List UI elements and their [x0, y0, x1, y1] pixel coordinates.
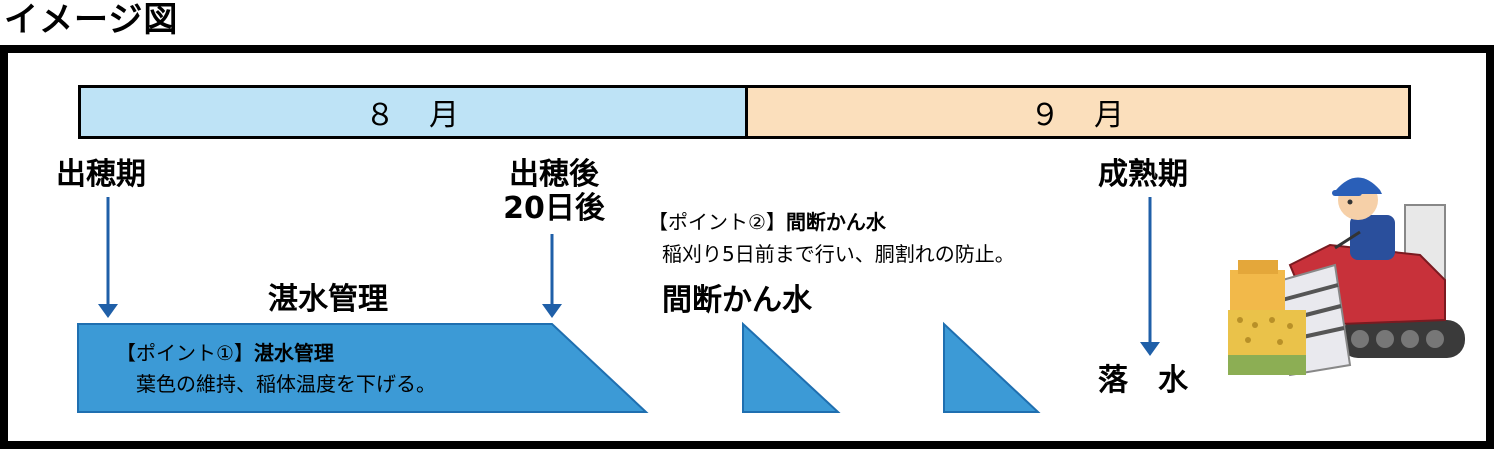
intermittent-phase-label: 間断かん水	[662, 283, 812, 318]
point1-main: 湛水管理	[253, 341, 334, 365]
month-august: ８ 月	[81, 88, 748, 136]
maturity-stage-label: 成熟期	[1098, 157, 1188, 192]
point2-title: 【ポイント②】間断かん水	[648, 210, 886, 234]
down-arrow-icon	[1140, 197, 1160, 356]
down-arrow-icon	[542, 234, 562, 318]
intermittent-triangle-1	[742, 321, 841, 413]
point2-bracket: 【ポイント②】	[648, 210, 786, 234]
point1-description: 葉色の維持、稲体温度を下げる。	[136, 372, 436, 396]
drain-phase-label: 落 水	[1098, 363, 1188, 398]
page-title: イメージ図	[4, 0, 179, 40]
after-heading-line1: 出穂後	[509, 157, 599, 192]
heading-stage-label: 出穂期	[56, 157, 146, 192]
flooded-phase-label: 湛水管理	[268, 282, 388, 317]
point2-description: 稲刈り5日前まで行い、胴割れの防止。	[662, 242, 1015, 266]
month-september: ９ 月	[748, 88, 1408, 136]
farmer-combine-harvester-illustration	[1228, 177, 1465, 377]
flooded-phase-shape	[77, 323, 649, 413]
after-heading-line2: 20日後	[503, 191, 605, 226]
after-heading-20days-label: 出穂後 20日後	[494, 158, 614, 226]
point1-title: 【ポイント①】湛水管理	[116, 341, 334, 365]
month-timeline: ８ 月 ９ 月	[78, 85, 1411, 139]
down-arrow-icon	[98, 197, 118, 318]
point1-bracket: 【ポイント①】	[116, 341, 254, 365]
point2-main: 間断かん水	[785, 210, 886, 234]
intermittent-triangle-2	[943, 321, 1041, 413]
